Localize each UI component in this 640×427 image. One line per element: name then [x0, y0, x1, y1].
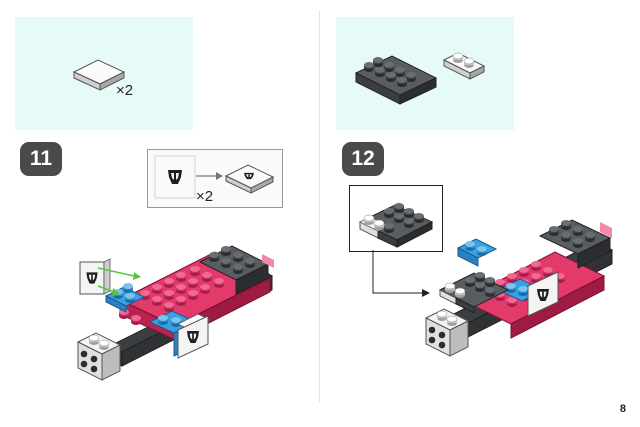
- step-number-badge-12: 12: [342, 142, 384, 176]
- page-divider: [319, 10, 320, 402]
- callout-12-contents: [358, 203, 434, 297]
- white-tile-part-icon: [72, 59, 126, 91]
- step-number-badge-11: 11: [20, 142, 62, 176]
- callout-11-contents: [154, 155, 275, 199]
- white-plate-1x2-part-icon: [442, 52, 486, 80]
- dark-plate-2x4-part-icon: [354, 55, 438, 105]
- callout-quantity-label: ×2: [196, 188, 214, 205]
- step-11-model: [76, 245, 274, 381]
- page-number: 8: [619, 403, 626, 415]
- step-12-model: [424, 219, 614, 357]
- part-quantity-label: ×2: [116, 82, 134, 99]
